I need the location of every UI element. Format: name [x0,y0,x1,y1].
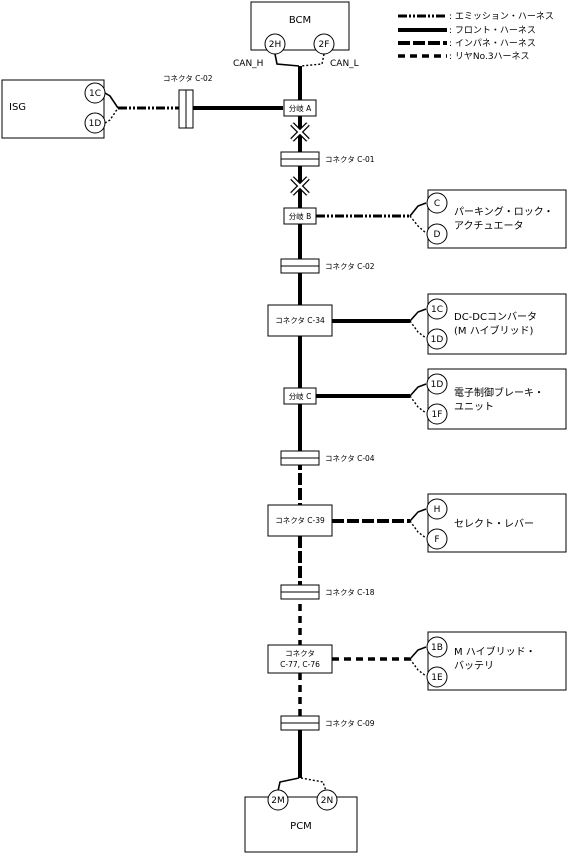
dcdc-pin-1d-label: 1D [431,335,444,345]
splice-b-label: 分岐 B [289,211,312,221]
dcdc-label-1: DC-DCコンバータ [454,311,537,323]
isg-pin-1d-label: 1D [89,119,102,129]
parking-lock-actuator: C D パーキング・ロック・ アクチュエータ [426,189,567,249]
bcm-pin-2f-label: 2F [319,40,330,50]
brake-label-1: 電子制御ブレーキ・ [454,386,544,399]
brake-pin-1d-label: 1D [431,380,444,390]
select-pin-h [426,498,448,520]
battery-label-2: バッテリ [454,660,494,672]
connector-c09-label: コネクタ C-09 [325,719,375,728]
break-mark-1 [290,122,310,142]
connector-c77-c76 [267,644,333,674]
break-mark-2 [290,176,310,196]
pcm-label: PCM [290,821,312,832]
connector-c77-label-2: C-77, C-76 [280,660,320,669]
parking-pin-d [426,223,448,245]
brake-pin-1f [426,403,448,425]
connector-c02-label: コネクタ C-02 [325,262,375,271]
splice-a [283,99,317,117]
isg-label: ISG [9,102,26,113]
connector-c39-label: コネクタ C-39 [275,516,325,525]
legend-label-rear: : リヤNo.3ハーネス [449,51,530,62]
parking-label-1: パーキング・ロック・ [454,205,554,218]
battery-pin-1b [426,636,448,658]
pcm-module: PCM 2M 2N [244,789,358,853]
pcm-pin-2m [267,789,289,811]
battery-pin-1b-label: 1B [431,643,443,653]
legend-label-front: : フロント・ハーネス [449,25,536,36]
select-pin-h-label: H [434,505,441,515]
dcdc-pin-1c [426,298,448,320]
bcm-label: BCM [289,15,311,26]
brake-unit: 1D 1F 電子制御ブレーキ・ ユニット [426,368,567,430]
battery-pin-1e-label: 1E [431,673,443,683]
select-label: セレクト・レバー [454,518,534,530]
pcm-pin-2m-label: 2M [271,796,285,806]
connector-c04-label: コネクタ C-04 [325,454,375,463]
pcm-pin-2n [316,789,338,811]
brake-pin-1d [426,373,448,395]
pcm-pin-2n-label: 2N [321,796,333,806]
parking-pin-c-label: C [434,199,440,209]
battery-label-1: M ハイブリッド・ [454,645,536,658]
can-h-label: CAN_H [233,59,263,69]
connector-c34 [267,304,333,337]
dcdc-label-2: (M ハイブリッド) [454,324,534,337]
legend: : エミッション・ハーネス : フロント・ハーネス : インパネ・ハーネス : … [398,11,554,62]
connector-c39 [267,504,333,537]
bcm-pin-2h-label: 2H [269,40,282,50]
parking-pin-c [426,192,448,214]
isg-pin-1c-label: 1C [89,89,101,99]
hybrid-battery: 1B 1E M ハイブリッド・ バッテリ [426,631,567,691]
select-lever: H F セレクト・レバー [426,493,567,553]
legend-label-instrument: : インパネ・ハーネス [449,38,536,49]
connector-c77-label-1: コネクタ [285,649,315,658]
dcdc-converter: 1C 1D DC-DCコンバータ (M ハイブリッド) [426,293,567,355]
connector-c01-label: コネクタ C-01 [325,155,375,164]
brake-label-2: ユニット [454,402,494,413]
splice-c-label: 分岐 C [289,391,312,401]
select-pin-f-label: F [434,535,439,545]
dcdc-pin-1d [426,328,448,350]
connector-c18-label: コネクタ C-18 [325,588,375,597]
parking-pin-d-label: D [434,230,441,240]
connector-c34-label: コネクタ C-34 [275,316,325,325]
isg-module: ISG 1C 1D [1,79,106,139]
splice-a-label: 分岐 A [289,103,312,113]
connector-c02-isg-label: コネクタ C-02 [163,74,213,83]
select-pin-f [426,528,448,550]
can-l-label: CAN_L [330,59,359,69]
brake-pin-1f-label: 1F [432,410,443,420]
bcm-module: BCM 2H 2F CAN_H CAN_L [233,1,359,69]
dcdc-pin-1c-label: 1C [431,305,443,315]
parking-label-2: アクチュエータ [454,220,524,232]
legend-label-emission: : エミッション・ハーネス [449,11,554,22]
battery-pin-1e [426,666,448,688]
